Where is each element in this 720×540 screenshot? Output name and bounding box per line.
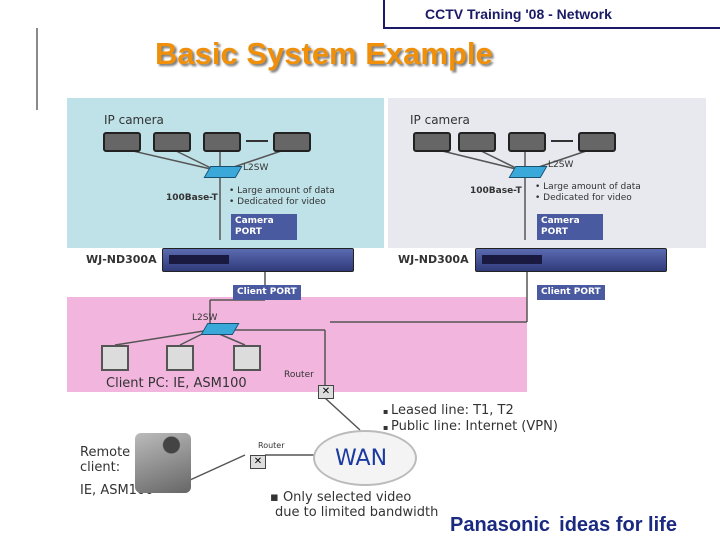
bullet-item: Large amount of data (535, 182, 641, 193)
left-camera-port: Camera PORT (231, 214, 297, 240)
header-left (0, 0, 383, 28)
left-device-label: WJ-ND300A (86, 253, 157, 266)
bullet-item: Dedicated for video (229, 197, 335, 208)
right-link-label: 100Base-T (470, 186, 522, 196)
camera-icon (153, 132, 191, 152)
left-camera-label: IP camera (104, 113, 164, 127)
pc-icon (166, 345, 194, 371)
right-camera-port: Camera PORT (537, 214, 603, 240)
remote-router-label: Router (258, 441, 285, 450)
right-camera-label: IP camera (410, 113, 470, 127)
brand-name: Panasonic (450, 514, 551, 536)
header-title: CCTV Training '08 - Network (425, 6, 612, 22)
port-label: PORT (541, 227, 568, 237)
header-underline (383, 27, 720, 29)
bullet-item: Public line: Internet (VPN) (383, 419, 558, 435)
brand-logo: Panasonic ideas for life (450, 514, 677, 537)
bandwidth-note: ▪ Only selected video due to limited ban… (270, 490, 438, 520)
right-client-port: Client PORT (537, 285, 605, 300)
left-client-port: Client PORT (233, 285, 301, 300)
port-label: Camera (235, 216, 274, 226)
camera-icon (103, 132, 141, 152)
bullet-item: Leased line: T1, T2 (383, 403, 558, 419)
client-area-panel (67, 297, 527, 392)
pc-icon (101, 345, 129, 371)
wan-label: WAN (335, 446, 388, 471)
right-link-bullets: Large amount of data Dedicated for video (535, 182, 641, 204)
router-icon: ✕ (250, 455, 266, 469)
camera-icon (578, 132, 616, 152)
bullet-item: Large amount of data (229, 186, 335, 197)
camera-icon (458, 132, 496, 152)
header-divider (383, 0, 385, 28)
camera-icon (413, 132, 451, 152)
remote-user-icon (135, 433, 191, 493)
left-accent-line (36, 28, 38, 110)
left-link-label: 100Base-T (166, 193, 218, 203)
nvr-device (162, 248, 354, 272)
bullet-item: Dedicated for video (535, 193, 641, 204)
left-switch-label: L2SW (243, 163, 269, 173)
port-label: PORT (235, 227, 262, 237)
client-router-label: Router (284, 370, 314, 380)
ellipsis-line (551, 140, 573, 142)
router-icon: ✕ (318, 385, 334, 399)
client-switch-label: L2SW (192, 313, 218, 323)
port-label: Camera (541, 216, 580, 226)
client-pc-label: Client PC: IE, ASM100 (106, 376, 247, 391)
camera-icon (508, 132, 546, 152)
bandwidth-note-line: due to limited bandwidth (275, 505, 439, 520)
brand-tagline: ideas for life (559, 514, 677, 536)
right-switch-label: L2SW (548, 160, 574, 170)
camera-icon (203, 132, 241, 152)
left-link-bullets: Large amount of data Dedicated for video (229, 186, 335, 208)
bandwidth-note-line: ▪ Only selected video (270, 490, 412, 505)
wan-line-bullets: Leased line: T1, T2 Public line: Interne… (383, 403, 558, 435)
wan-cloud (315, 432, 415, 484)
page-title: Basic System Example (155, 36, 493, 71)
right-device-label: WJ-ND300A (398, 253, 469, 266)
ellipsis-line (246, 140, 268, 142)
nvr-device (475, 248, 667, 272)
pc-icon (233, 345, 261, 371)
camera-icon (273, 132, 311, 152)
